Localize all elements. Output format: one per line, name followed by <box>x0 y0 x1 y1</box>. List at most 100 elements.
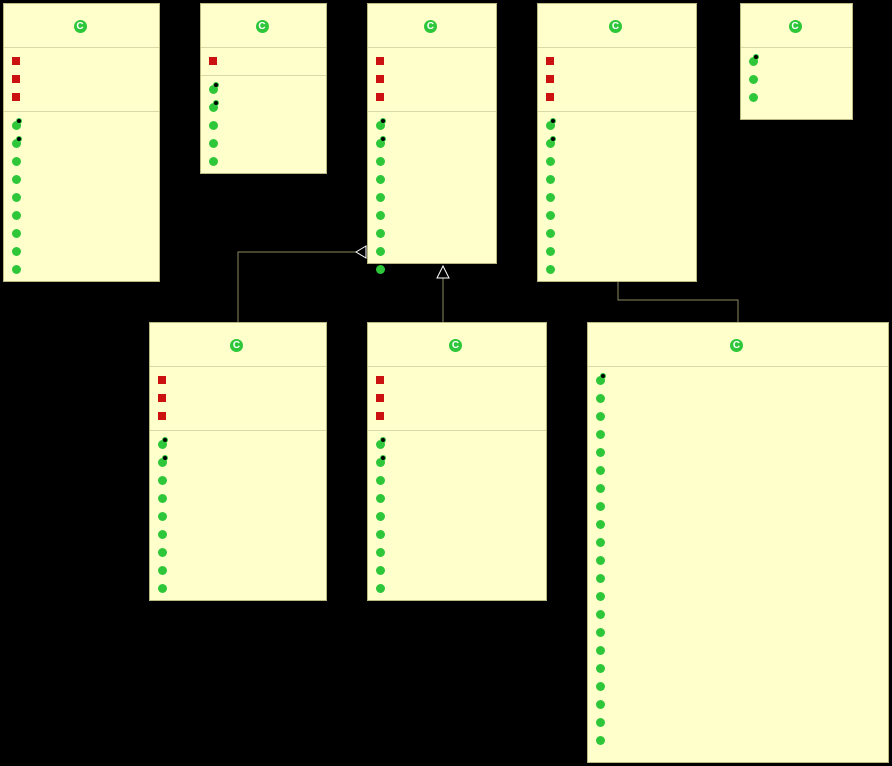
field-row[interactable] <box>538 70 696 88</box>
method-row[interactable] <box>150 561 326 579</box>
method-row[interactable] <box>538 188 696 206</box>
method-row[interactable] <box>4 242 159 260</box>
method-row[interactable] <box>538 134 696 152</box>
method-row[interactable] <box>538 152 696 170</box>
field-row[interactable] <box>368 52 496 70</box>
method-row[interactable] <box>368 453 546 471</box>
method-row[interactable] <box>368 471 546 489</box>
method-row[interactable] <box>150 525 326 543</box>
field-row[interactable] <box>538 52 696 70</box>
method-row[interactable] <box>588 389 888 407</box>
method-row[interactable] <box>368 224 496 242</box>
field-row[interactable] <box>368 70 496 88</box>
method-row[interactable] <box>4 152 159 170</box>
class-box-1[interactable]: C <box>3 3 160 282</box>
method-row[interactable] <box>588 659 888 677</box>
method-row[interactable] <box>588 713 888 731</box>
method-row[interactable] <box>201 80 326 98</box>
method-row[interactable] <box>150 507 326 525</box>
field-row[interactable] <box>4 70 159 88</box>
method-row[interactable] <box>368 525 546 543</box>
method-row[interactable] <box>150 543 326 561</box>
method-row[interactable] <box>588 587 888 605</box>
method-row[interactable] <box>368 435 546 453</box>
method-row[interactable] <box>4 188 159 206</box>
field-row[interactable] <box>538 88 696 106</box>
method-row[interactable] <box>4 116 159 134</box>
field-row[interactable] <box>368 407 546 425</box>
method-row[interactable] <box>588 623 888 641</box>
method-row[interactable] <box>368 579 546 597</box>
class-box-3[interactable]: C <box>367 3 497 274</box>
method-row[interactable] <box>201 134 326 152</box>
method-row[interactable] <box>588 515 888 533</box>
method-row[interactable] <box>741 88 852 106</box>
field-row[interactable] <box>150 407 326 425</box>
class-box-6[interactable]: C <box>149 322 327 601</box>
field-row[interactable] <box>150 389 326 407</box>
method-row[interactable] <box>588 497 888 515</box>
field-row[interactable] <box>368 389 546 407</box>
field-row[interactable] <box>4 88 159 106</box>
method-row[interactable] <box>150 471 326 489</box>
method-row[interactable] <box>588 443 888 461</box>
field-row[interactable] <box>368 88 496 106</box>
method-row[interactable] <box>588 407 888 425</box>
method-row[interactable] <box>741 70 852 88</box>
method-row[interactable] <box>150 435 326 453</box>
method-row[interactable] <box>588 695 888 713</box>
method-row[interactable] <box>201 152 326 170</box>
class-box-8[interactable]: C <box>587 322 889 763</box>
method-row[interactable] <box>588 569 888 587</box>
method-row[interactable] <box>588 605 888 623</box>
method-row[interactable] <box>538 242 696 260</box>
method-row[interactable] <box>368 170 496 188</box>
class-box-7[interactable]: C <box>367 322 547 601</box>
field-row[interactable] <box>368 371 546 389</box>
method-row[interactable] <box>368 242 496 260</box>
constructor-icon <box>376 135 386 148</box>
method-row[interactable] <box>368 543 546 561</box>
method-row[interactable] <box>741 52 852 70</box>
method-row[interactable] <box>538 170 696 188</box>
method-row[interactable] <box>368 134 496 152</box>
method-row[interactable] <box>538 260 696 278</box>
field-row[interactable] <box>201 52 326 70</box>
field-row[interactable] <box>150 371 326 389</box>
method-row[interactable] <box>368 489 546 507</box>
method-row[interactable] <box>150 453 326 471</box>
generalization-arrowhead-c6-c3 <box>355 245 367 259</box>
class-box-5[interactable]: C <box>740 3 853 120</box>
class-box-4[interactable]: C <box>537 3 697 282</box>
method-row[interactable] <box>368 507 546 525</box>
method-row[interactable] <box>588 425 888 443</box>
method-row[interactable] <box>4 224 159 242</box>
method-row[interactable] <box>4 134 159 152</box>
method-row[interactable] <box>588 371 888 389</box>
method-row[interactable] <box>368 206 496 224</box>
method-row[interactable] <box>368 260 496 278</box>
method-row[interactable] <box>588 677 888 695</box>
method-row[interactable] <box>368 152 496 170</box>
method-row[interactable] <box>201 98 326 116</box>
method-row[interactable] <box>538 206 696 224</box>
method-row[interactable] <box>368 561 546 579</box>
method-row[interactable] <box>4 206 159 224</box>
method-row[interactable] <box>201 116 326 134</box>
method-row[interactable] <box>588 641 888 659</box>
field-row[interactable] <box>4 52 159 70</box>
method-row[interactable] <box>4 170 159 188</box>
method-row[interactable] <box>588 533 888 551</box>
class-box-2[interactable]: C <box>200 3 327 174</box>
method-row[interactable] <box>538 224 696 242</box>
method-row[interactable] <box>538 116 696 134</box>
method-row[interactable] <box>588 461 888 479</box>
method-row[interactable] <box>150 579 326 597</box>
method-row[interactable] <box>588 479 888 497</box>
method-row[interactable] <box>588 731 888 749</box>
method-row[interactable] <box>368 116 496 134</box>
method-row[interactable] <box>4 260 159 278</box>
method-row[interactable] <box>368 188 496 206</box>
method-row[interactable] <box>150 489 326 507</box>
method-row[interactable] <box>588 551 888 569</box>
